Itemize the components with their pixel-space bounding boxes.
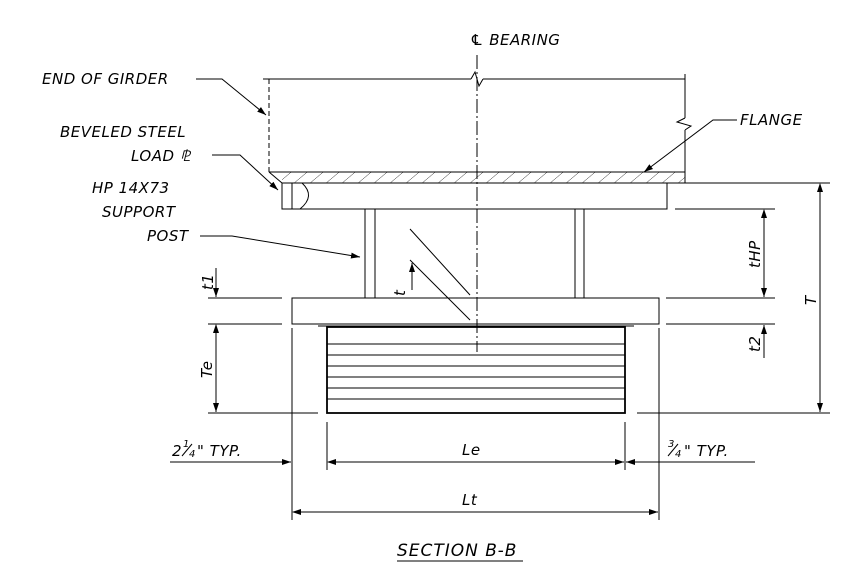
left-typ-label: 2 1 4 " TYP. <box>172 439 242 460</box>
bottom-steel-plate <box>291 297 660 325</box>
section-title: SECTION B-B <box>397 541 517 561</box>
dimension-lines <box>170 183 823 515</box>
flange <box>269 171 685 184</box>
T-label: T <box>802 294 820 305</box>
post-label: POST <box>147 227 190 245</box>
hp-support-post <box>364 208 585 299</box>
svg-text:4: 4 <box>189 449 195 460</box>
flange-label: FLANGE <box>740 111 803 129</box>
svg-text:2: 2 <box>172 442 182 460</box>
svg-text:" TYP.: " TYP. <box>684 442 729 460</box>
leader-lines <box>196 78 737 259</box>
svg-text:" TYP.: " TYP. <box>197 442 242 460</box>
beveled-steel-label: BEVELED STEEL <box>60 123 186 141</box>
beveled-load-plate <box>268 171 668 210</box>
te-label: Te <box>198 360 216 378</box>
support-label: SUPPORT <box>102 203 177 221</box>
extension-lines <box>208 182 830 520</box>
right-typ-label: 3 4 " TYP. <box>667 439 729 460</box>
svg-text:1: 1 <box>183 439 189 450</box>
t2-label: t2 <box>746 336 764 352</box>
thickness-indicator <box>409 228 471 321</box>
hp-size-label: HP 14X73 <box>92 179 170 197</box>
le-label: Le <box>462 441 481 459</box>
lt-label: Lt <box>462 491 478 509</box>
thp-label: tHP <box>746 240 764 268</box>
centerline-label: ℄ BEARING <box>470 31 560 49</box>
t1-label: t1 <box>199 274 217 290</box>
svg-text:3: 3 <box>668 439 674 450</box>
end-of-girder-label: END OF GIRDER <box>42 70 169 88</box>
t-label: t <box>391 289 409 296</box>
elastomeric-pad <box>318 325 634 414</box>
girder-outline <box>263 70 693 183</box>
svg-text:4: 4 <box>675 449 681 460</box>
load-plate-label: LOAD ⅊ <box>131 147 192 165</box>
